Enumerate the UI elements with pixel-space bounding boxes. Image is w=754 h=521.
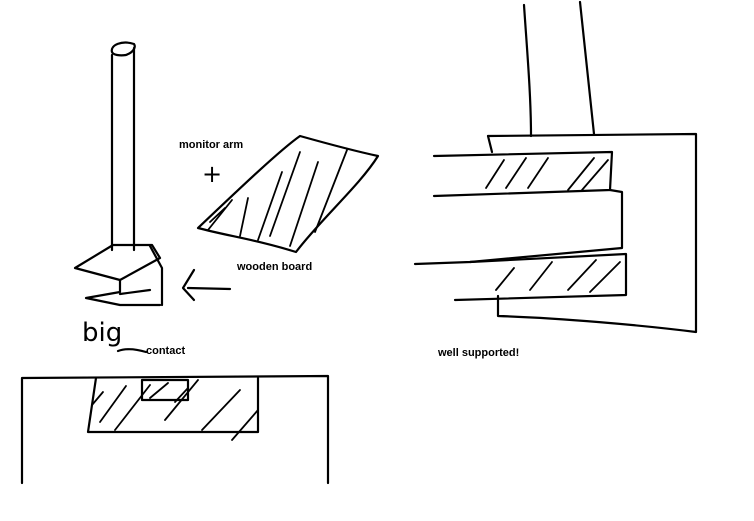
monitor-arm-drawing — [75, 43, 162, 305]
label-big: big — [82, 318, 122, 348]
label-monitor-arm: monitor arm — [179, 139, 243, 151]
wooden-board-drawing — [198, 136, 378, 252]
label-contact: contact — [146, 345, 185, 357]
label-plus: + — [202, 160, 222, 188]
strikethrough-scribble — [118, 349, 146, 352]
arrow — [183, 270, 230, 300]
label-wooden-board: wooden board — [237, 261, 312, 273]
side-view-drawing — [415, 2, 696, 332]
label-well-supported: well supported! — [438, 347, 519, 359]
cross-section-drawing — [22, 376, 328, 483]
